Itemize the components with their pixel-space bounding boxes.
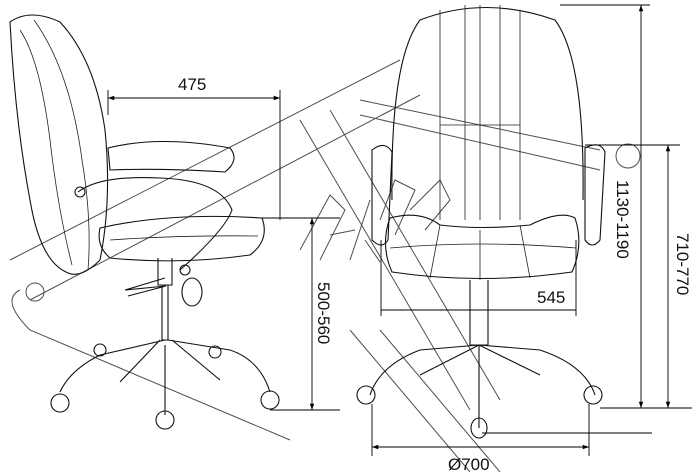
- chair-front-view: [356, 5, 606, 439]
- seat-width-label: 545: [537, 288, 565, 307]
- chair-side-view: [9, 14, 280, 430]
- armrest-height-label: 710-770: [673, 233, 692, 295]
- dimension-lines: [107, 4, 692, 456]
- total-height-label: 1130-1190: [613, 180, 632, 259]
- base-diameter-label: Ø700: [448, 455, 490, 472]
- seat-depth-label: 475: [178, 75, 206, 94]
- seat-height-label: 500-560: [314, 282, 333, 344]
